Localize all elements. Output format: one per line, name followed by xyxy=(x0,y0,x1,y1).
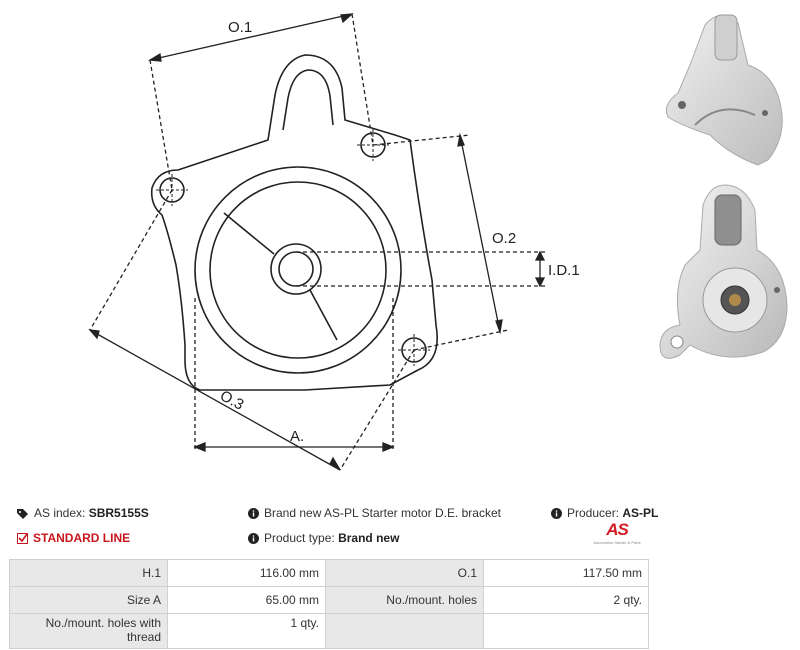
tag-icon xyxy=(17,509,28,520)
info-icon xyxy=(248,508,259,520)
spec-value: 1 qty. xyxy=(167,613,326,649)
spec-key: Size A xyxy=(9,586,168,614)
sector-cut xyxy=(223,212,338,341)
dim-line-o2 xyxy=(459,134,501,333)
bore-outer-circle xyxy=(270,243,322,295)
product-type: Product type: Brand new xyxy=(248,531,399,545)
bore-inner-circle xyxy=(278,251,314,287)
product-photo-top xyxy=(665,14,783,166)
as-index-label: AS index: xyxy=(34,506,86,520)
product-type-label: Product type: xyxy=(264,531,335,545)
as-index-value: SBR5155S xyxy=(88,506,149,520)
specs-table: H.1 116.00 mm O.1 117.50 mm Size A 65.00… xyxy=(9,559,649,649)
info-icon xyxy=(551,508,562,520)
spec-value: 2 qty. xyxy=(483,586,649,614)
bracket-loop-inner xyxy=(282,69,334,131)
spec-key: No./mount. holes xyxy=(325,586,484,614)
spec-value: 116.00 mm xyxy=(167,559,326,587)
producer: Producer: AS-PL xyxy=(551,506,658,520)
checkbox-checked-icon xyxy=(17,533,28,545)
product-description: Brand new AS-PL Starter motor D.E. brack… xyxy=(248,506,501,520)
logo-tagline: Automotive Starter & Parts xyxy=(593,540,641,545)
spec-key: O.1 xyxy=(325,559,484,587)
spec-value: 65.00 mm xyxy=(167,586,326,614)
dim-line-o1 xyxy=(149,13,353,61)
label-o1: O.1 xyxy=(228,19,252,36)
info-icon xyxy=(248,533,259,545)
table-row: H.1 116.00 mm O.1 117.50 mm xyxy=(9,559,649,587)
spec-value: 117.50 mm xyxy=(483,559,649,587)
product-type-value: Brand new xyxy=(338,531,400,545)
table-row: Size A 65.00 mm No./mount. holes 2 qty. xyxy=(9,586,649,614)
standard-line-label: STANDARD LINE xyxy=(33,531,131,545)
product-photo-bottom xyxy=(659,184,788,359)
bracket-outline xyxy=(150,54,438,391)
label-o2: O.2 xyxy=(492,230,516,247)
producer-value: AS-PL xyxy=(622,506,659,520)
as-pl-logo: AS Automotive Starter & Parts xyxy=(582,520,652,556)
spec-key xyxy=(325,613,484,649)
producer-label: Producer: xyxy=(567,506,620,520)
label-o3: O.3 xyxy=(217,387,246,413)
logo-mark: AS xyxy=(606,520,629,539)
table-row: No./mount. holes with thread 1 qty. xyxy=(9,613,649,649)
label-a: A. xyxy=(290,428,304,445)
spec-key: H.1 xyxy=(9,559,168,587)
label-id1: I.D.1 xyxy=(548,262,580,279)
dim-line-o3 xyxy=(89,329,341,471)
standard-line: STANDARD LINE xyxy=(17,531,130,545)
spec-key: No./mount. holes with thread xyxy=(9,613,168,649)
as-index: AS index: SBR5155S xyxy=(17,506,149,520)
technical-drawing: O.1 O.2 I.D.1 O.3 A. xyxy=(88,13,580,471)
housing-inner-circle xyxy=(209,181,387,359)
description-text: Brand new AS-PL Starter motor D.E. brack… xyxy=(264,506,501,520)
housing-outer-circle xyxy=(194,166,402,374)
spec-value xyxy=(483,613,649,649)
